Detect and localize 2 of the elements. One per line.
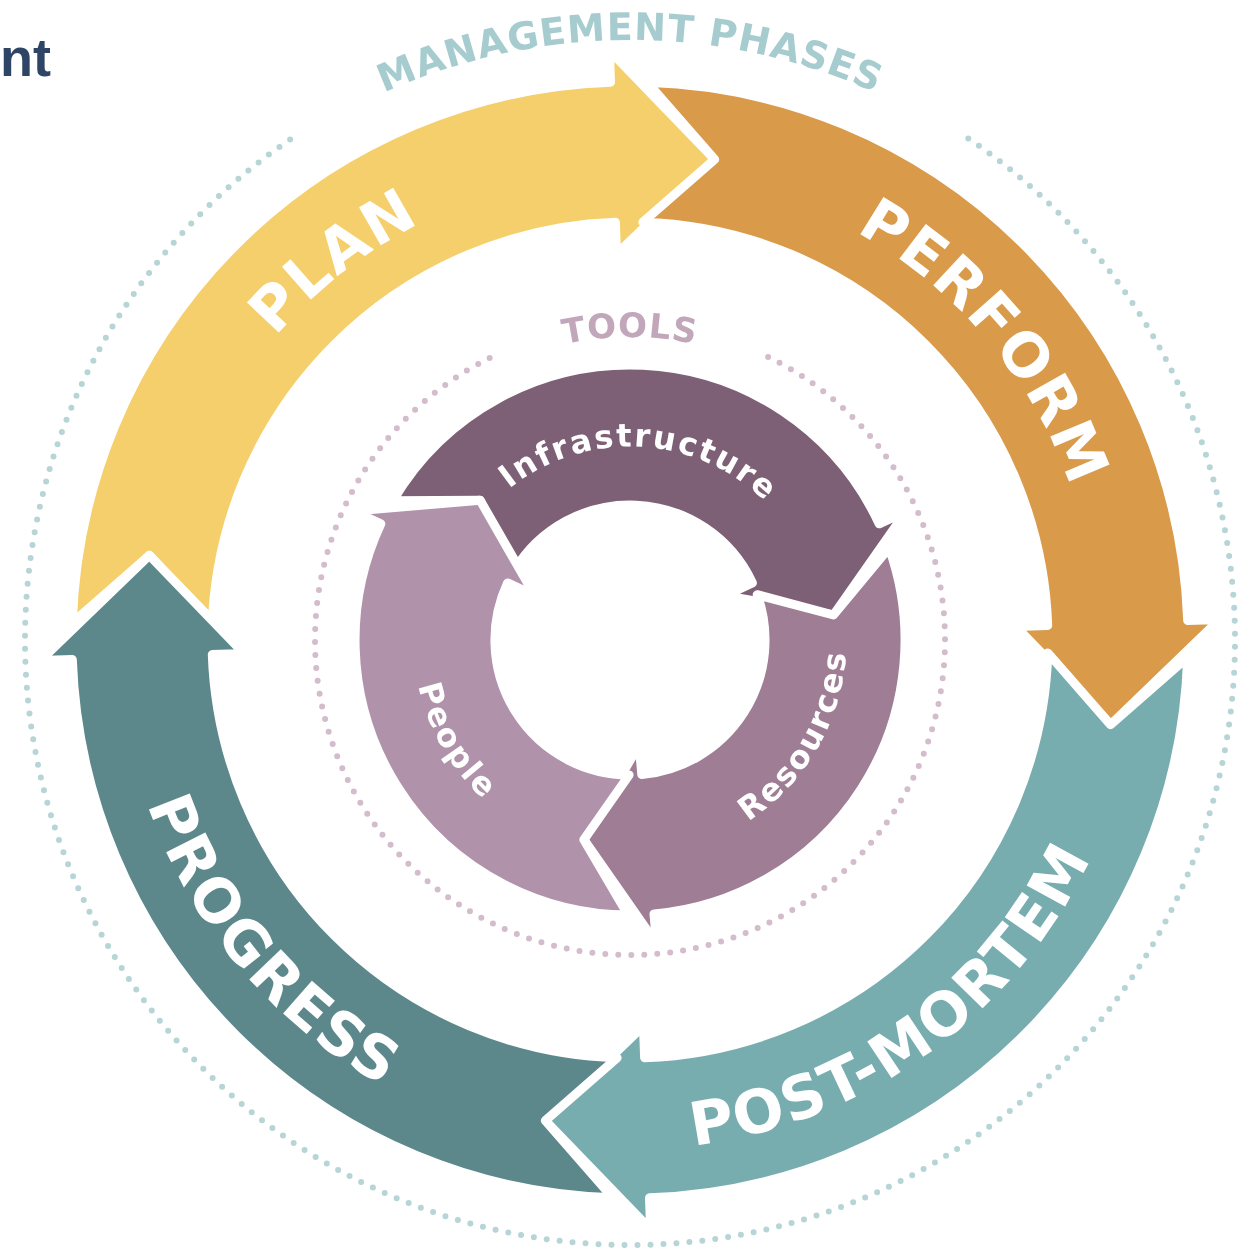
heading-text: nt [0,30,51,84]
section-heading: TOOLS [558,304,702,352]
